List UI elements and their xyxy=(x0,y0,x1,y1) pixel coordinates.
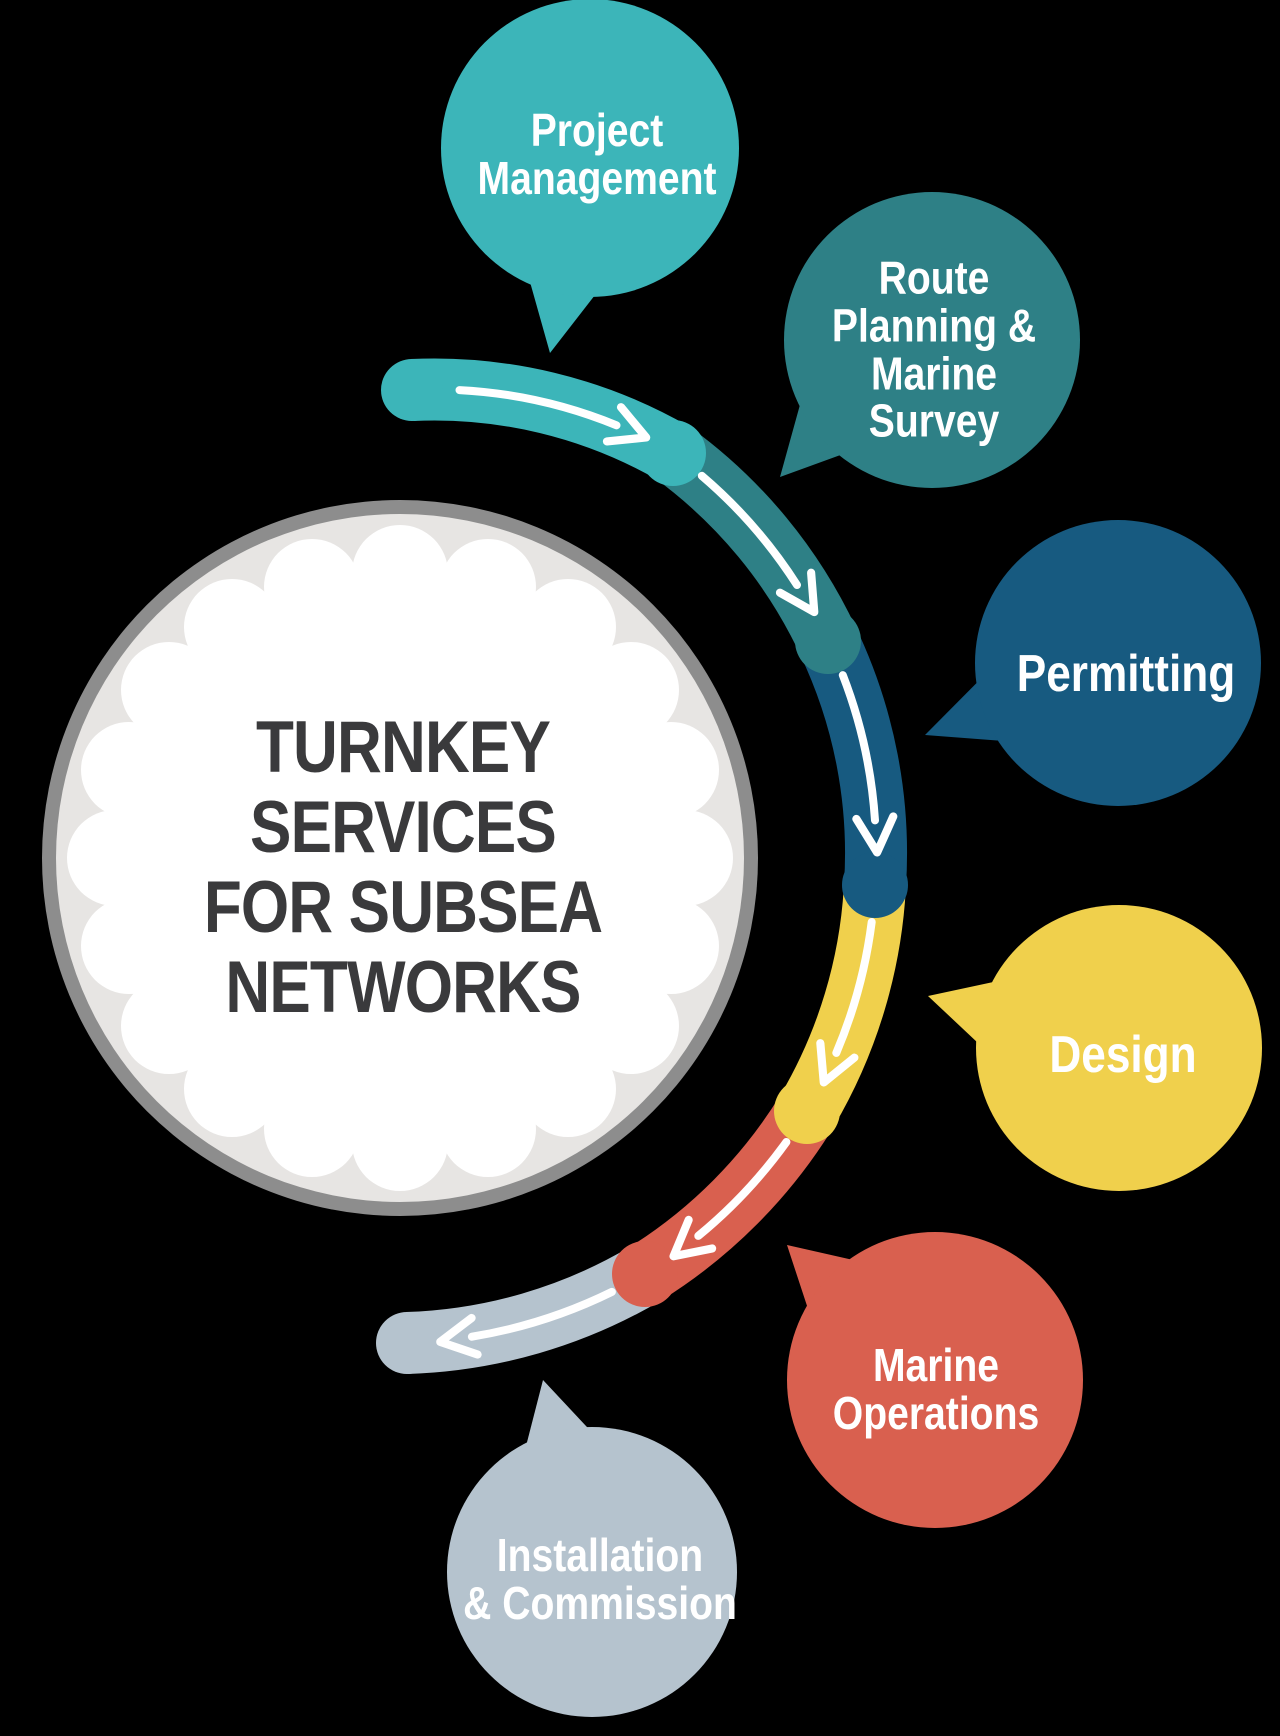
bubble-circle xyxy=(975,520,1261,806)
medallion-face xyxy=(134,592,666,1124)
bubble-permitting xyxy=(925,520,1261,806)
step-label-project-management: Project Management xyxy=(477,104,717,204)
bubble-marine-operations xyxy=(787,1232,1083,1528)
bubble-circle xyxy=(441,0,739,297)
arc-segment-installation xyxy=(405,1247,661,1374)
flow-arrows xyxy=(436,386,898,1359)
step-label-route-planning-marine-survey: Route Planning & Marine Survey xyxy=(831,251,1037,447)
arc-segment-design xyxy=(780,883,906,1127)
bubble-tail-icon xyxy=(780,403,842,477)
arc-cap-start xyxy=(381,359,443,421)
flow-arrow-5-icon xyxy=(669,1138,791,1261)
step-label-marine-operations: Marine Operations xyxy=(832,1339,1040,1439)
center-medallion xyxy=(42,500,758,1216)
bubble-circle xyxy=(787,1232,1083,1528)
arc-segment-marine-operations xyxy=(628,1094,834,1301)
flow-arrow-2-icon xyxy=(697,471,819,617)
bubble-tail-icon xyxy=(530,282,595,353)
step-label-permitting: Permitting xyxy=(1016,644,1236,703)
step-bubbles xyxy=(441,0,1262,1717)
arc-cap-2 xyxy=(795,608,861,674)
bubble-route-planning-marine-survey xyxy=(780,192,1080,488)
bubble-installation-commission xyxy=(447,1380,737,1717)
arc-segment-route-planning xyxy=(654,427,857,655)
step-label-design: Design xyxy=(1049,1025,1197,1084)
bubble-circle xyxy=(976,905,1262,1191)
flow-arrow-3-icon xyxy=(838,671,898,857)
arc-cap-3 xyxy=(842,852,908,918)
flow-arrow-4-icon xyxy=(816,918,876,1087)
bubble-design xyxy=(928,905,1262,1191)
bubble-tail-icon xyxy=(787,1245,853,1309)
arc-cap-4 xyxy=(774,1078,840,1144)
bubble-circle xyxy=(784,192,1080,488)
flow-arrow-6-icon xyxy=(436,1287,616,1359)
flow-arrow-1-icon xyxy=(455,386,651,446)
process-arc-joints xyxy=(376,359,908,1374)
step-label-installation-commission: Installation & Commission xyxy=(463,1529,737,1629)
bubble-project-management xyxy=(441,0,739,353)
arc-cap-end xyxy=(376,1312,438,1374)
center-title: TURNKEY SERVICES FOR SUBSEA NETWORKS xyxy=(203,707,603,1028)
arc-cap-5 xyxy=(612,1241,678,1307)
arc-cap-1 xyxy=(640,420,706,486)
bubble-circle xyxy=(447,1427,737,1717)
